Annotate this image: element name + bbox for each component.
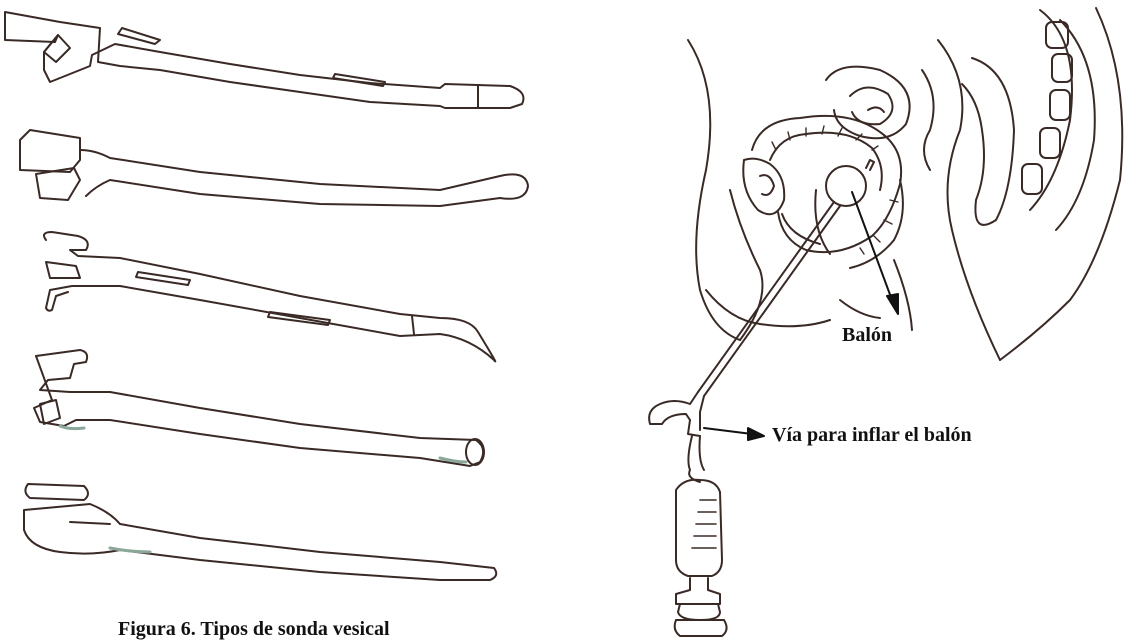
catheter-type-3 [44, 232, 495, 361]
syringe-barrel [676, 480, 722, 576]
inflate-port-pointer-arrow [704, 428, 764, 440]
anatomy-illustration [649, 8, 1122, 636]
catheter-type-1 [5, 12, 524, 108]
catheter-type-4 [34, 350, 484, 466]
balloon-shape [826, 166, 866, 206]
inflate-port-label: Vía para inflar el balón [772, 424, 972, 447]
catheter-type-5 [24, 484, 496, 580]
tint-marks [60, 426, 466, 552]
balloon-label: Balón [842, 324, 892, 347]
catheter-type-2 [20, 130, 528, 206]
